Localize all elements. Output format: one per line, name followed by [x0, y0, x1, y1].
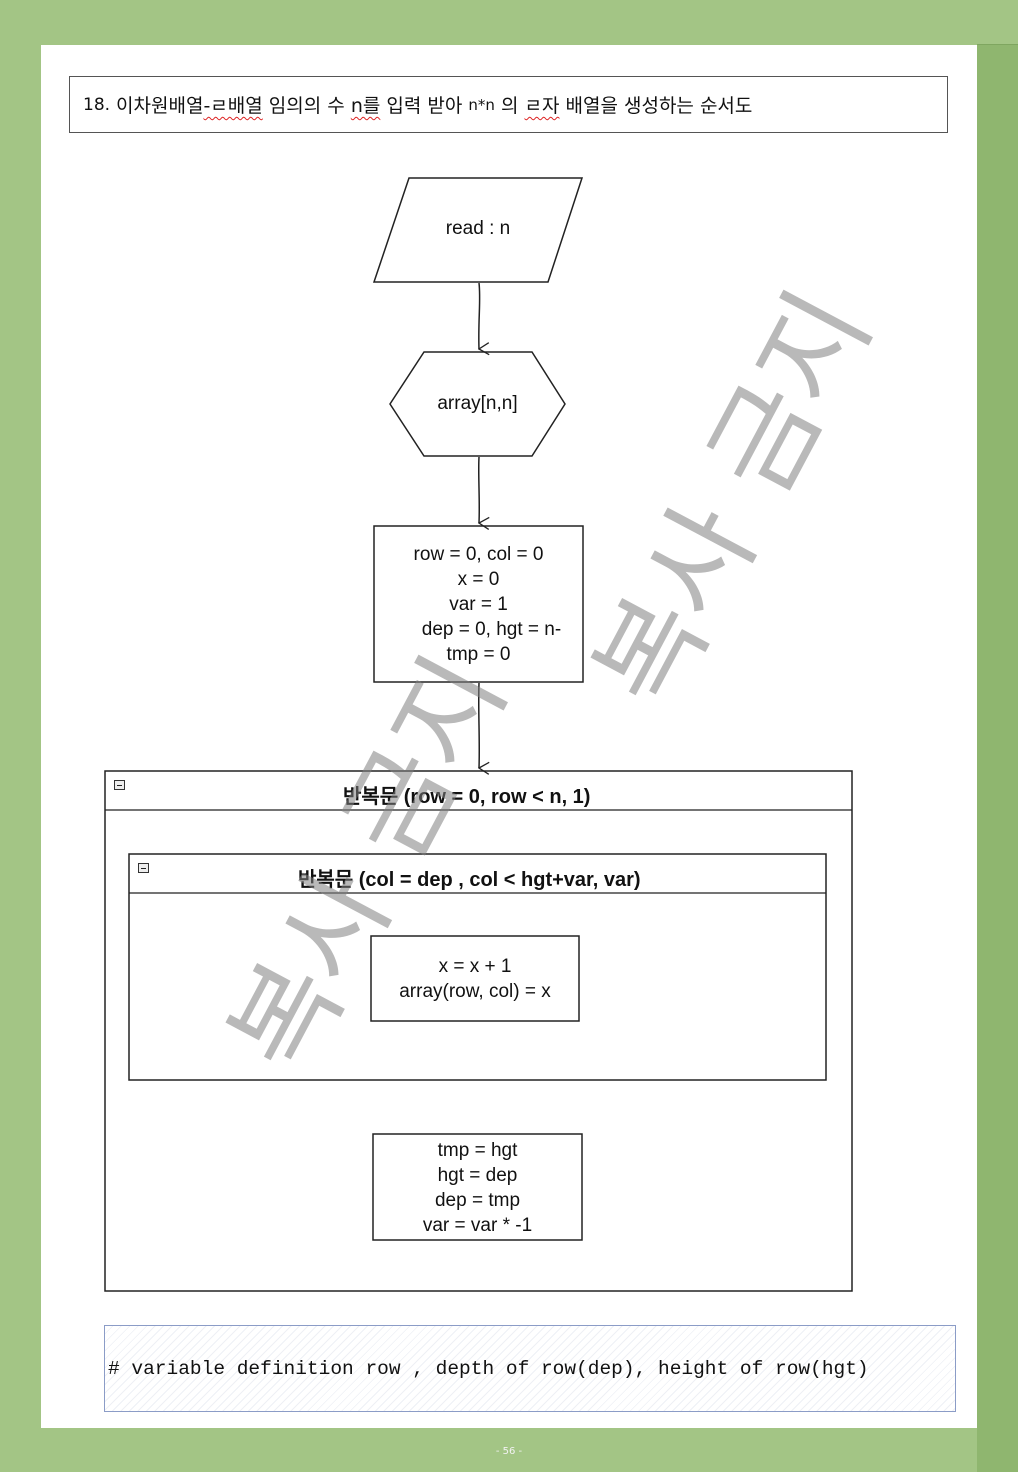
title-number: 18.: [83, 94, 111, 115]
title-part-misspelled: ㄹ자: [524, 95, 560, 117]
page-edge-line: [977, 44, 1018, 45]
swap-node-shape: [372, 1133, 583, 1241]
swap-line: tmp = hgt: [437, 1140, 518, 1161]
init-line: var = 1: [449, 594, 508, 615]
input-node-label: read : n: [445, 218, 511, 239]
inner-body-line: x = x + 1: [438, 956, 512, 977]
swap-line: var = var * -1: [422, 1215, 533, 1236]
arrow-prep-to-init: [479, 456, 480, 523]
input-node-shape: [372, 177, 584, 283]
init-line: x = 0: [457, 569, 500, 590]
comment-text: # variable definition row , depth of row…: [108, 1357, 869, 1380]
inner-loop-collapse-icon[interactable]: [138, 863, 149, 873]
title-part-misspelled: n를: [350, 95, 381, 117]
title-part: 입력 받아: [386, 95, 463, 117]
outer-loop-collapse-icon[interactable]: [114, 780, 125, 790]
swap-line: dep = tmp: [434, 1190, 521, 1211]
title-part: 의: [500, 95, 519, 117]
page-edge-strip: [977, 45, 1018, 1472]
title-part-misspelled: -ㄹ배열: [203, 95, 263, 117]
swap-node-label: tmp = hgt hgt = dep dep = tmp var = var …: [373, 1138, 582, 1238]
prep-node-label: array[n,n]: [437, 393, 518, 414]
arrow-init-to-loop: [479, 682, 480, 768]
init-node-shape: [373, 525, 584, 683]
title-part: 이차원배열: [116, 95, 204, 117]
outer-loop-header: 반복문 (row = 0, row < n, 1): [343, 786, 591, 808]
problem-title: 18. 이차원배열-ㄹ배열 임의의 수 n를 입력 받아 n*n 의 ㄹ자 배열…: [69, 76, 948, 133]
inner-body-line: array(row, col) = x: [399, 981, 551, 1002]
title-part: n*n: [468, 95, 495, 114]
init-node-label: row = 0, col = 0 x = 0 var = 1 dep = 0, …: [374, 542, 583, 667]
comment-box: # variable definition row , depth of row…: [104, 1325, 956, 1412]
inner-body-shape: [370, 935, 580, 1022]
inner-body-label: x = x + 1 array(row, col) = x: [371, 954, 579, 1004]
init-line: tmp = 0: [446, 644, 511, 665]
arrow-input-to-prep: [479, 282, 480, 349]
init-line: dep = 0, hgt = n-: [421, 619, 562, 640]
swap-line: hgt = dep: [437, 1165, 518, 1186]
title-part: 임의의 수: [268, 95, 345, 117]
page-number: - 56 -: [495, 1446, 523, 1457]
inner-loop-header: 반복문 (col = dep , col < hgt+var, var): [298, 869, 641, 891]
title-part: 배열을 생성하는 순서도: [565, 95, 753, 117]
init-line: row = 0, col = 0: [413, 544, 544, 565]
prep-node-shape: [389, 351, 566, 457]
